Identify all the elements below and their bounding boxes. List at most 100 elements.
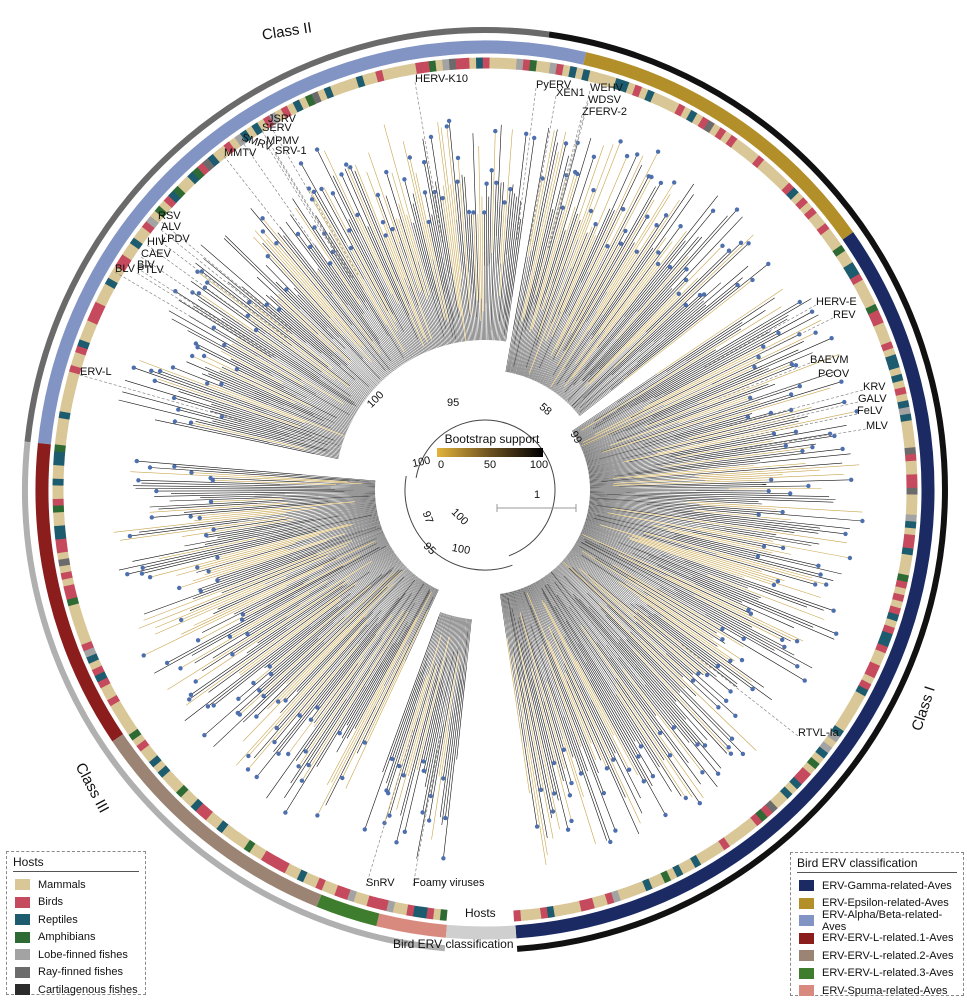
tip-point bbox=[552, 791, 556, 795]
host-stripe bbox=[638, 886, 645, 889]
branch bbox=[137, 461, 302, 475]
host-stripe bbox=[166, 774, 171, 779]
host-stripe bbox=[323, 885, 330, 888]
branch bbox=[619, 480, 851, 487]
virus-label: GALV bbox=[858, 393, 887, 405]
branch bbox=[590, 492, 626, 493]
legend-item: Ray-finned fishes bbox=[7, 964, 145, 982]
class-outer-ring bbox=[25, 30, 945, 949]
tip-point bbox=[296, 764, 300, 768]
tip-point bbox=[742, 637, 746, 641]
tip-point bbox=[441, 196, 445, 200]
host-stripe bbox=[527, 914, 534, 915]
host-stripe bbox=[785, 187, 790, 192]
host-stripe bbox=[433, 914, 440, 915]
tip-point bbox=[502, 200, 506, 204]
host-stripe bbox=[675, 869, 681, 872]
host-stripe bbox=[776, 177, 781, 182]
branch bbox=[590, 486, 619, 487]
host-stripe bbox=[307, 99, 314, 102]
tip-point bbox=[261, 694, 265, 698]
host-stripe bbox=[98, 304, 101, 310]
tip-point bbox=[376, 193, 380, 197]
host-stripe bbox=[413, 911, 420, 912]
host-stripe bbox=[449, 64, 456, 65]
branch bbox=[564, 576, 727, 754]
tip-point bbox=[349, 246, 353, 250]
host-stripe bbox=[225, 829, 231, 833]
tip-point bbox=[711, 209, 715, 213]
tip-point bbox=[659, 181, 663, 185]
tip-point bbox=[348, 165, 352, 169]
branch bbox=[590, 481, 602, 482]
host-stripe bbox=[833, 243, 837, 249]
branch bbox=[337, 418, 350, 425]
virus-label: Foamy viruses bbox=[413, 877, 485, 889]
tip-point bbox=[705, 673, 709, 677]
tip-point bbox=[299, 161, 303, 165]
tip-point bbox=[198, 516, 202, 520]
host-stripe bbox=[748, 822, 754, 827]
legend-swatch bbox=[15, 879, 30, 890]
tip-point bbox=[672, 180, 676, 184]
tip-point bbox=[228, 635, 232, 639]
host-stripe bbox=[855, 277, 859, 283]
host-stripe bbox=[368, 901, 375, 903]
branch bbox=[266, 265, 327, 328]
legend-label: Reptiles bbox=[38, 914, 78, 926]
tip-point bbox=[780, 638, 784, 642]
host-stripe bbox=[906, 421, 907, 428]
branch bbox=[705, 444, 816, 459]
branch bbox=[629, 434, 774, 462]
host-stripe bbox=[62, 425, 63, 432]
branch bbox=[492, 131, 496, 253]
tip-point bbox=[593, 222, 597, 226]
branch bbox=[417, 750, 437, 859]
tip-point bbox=[277, 307, 281, 311]
tip-point bbox=[284, 287, 288, 291]
host-stripe bbox=[220, 824, 226, 828]
tip-point bbox=[275, 726, 279, 730]
tip-point bbox=[312, 190, 316, 194]
tip-point bbox=[813, 331, 817, 335]
tip-point bbox=[269, 672, 273, 676]
host-stripe bbox=[64, 412, 65, 419]
host-stripe bbox=[305, 877, 311, 880]
branch bbox=[424, 582, 425, 584]
branch bbox=[286, 289, 345, 348]
host-stripe bbox=[77, 617, 79, 624]
host-stripe bbox=[396, 71, 403, 72]
host-stripe bbox=[774, 800, 779, 805]
host-stripe bbox=[126, 720, 130, 726]
tip-point bbox=[566, 828, 570, 832]
host-stripe bbox=[301, 102, 307, 105]
branch bbox=[247, 585, 347, 654]
host-stripe bbox=[345, 85, 352, 87]
tip-point bbox=[315, 147, 319, 151]
tip-point bbox=[840, 447, 844, 451]
branch bbox=[589, 225, 657, 330]
tip-point bbox=[658, 731, 662, 735]
tip-point bbox=[702, 292, 706, 296]
branch bbox=[329, 450, 340, 453]
host-stripe bbox=[95, 310, 98, 316]
branch bbox=[365, 611, 428, 743]
tip-point bbox=[402, 177, 406, 181]
branch bbox=[369, 153, 400, 242]
tip-point bbox=[794, 363, 798, 367]
tip-point bbox=[257, 688, 261, 692]
branch bbox=[628, 278, 698, 348]
tip-point bbox=[266, 254, 270, 258]
host-stripe bbox=[839, 723, 843, 729]
legend-label: ERV-Spuma-related-Aves bbox=[822, 985, 948, 997]
tip-point bbox=[125, 572, 129, 576]
host-stripe bbox=[68, 392, 70, 399]
tip-point bbox=[196, 638, 200, 642]
branch bbox=[390, 718, 419, 816]
host-stripe bbox=[97, 667, 100, 673]
branch bbox=[424, 338, 429, 351]
host-stripe bbox=[211, 158, 217, 163]
host-stripe bbox=[138, 235, 142, 241]
host-stripe bbox=[423, 67, 430, 68]
